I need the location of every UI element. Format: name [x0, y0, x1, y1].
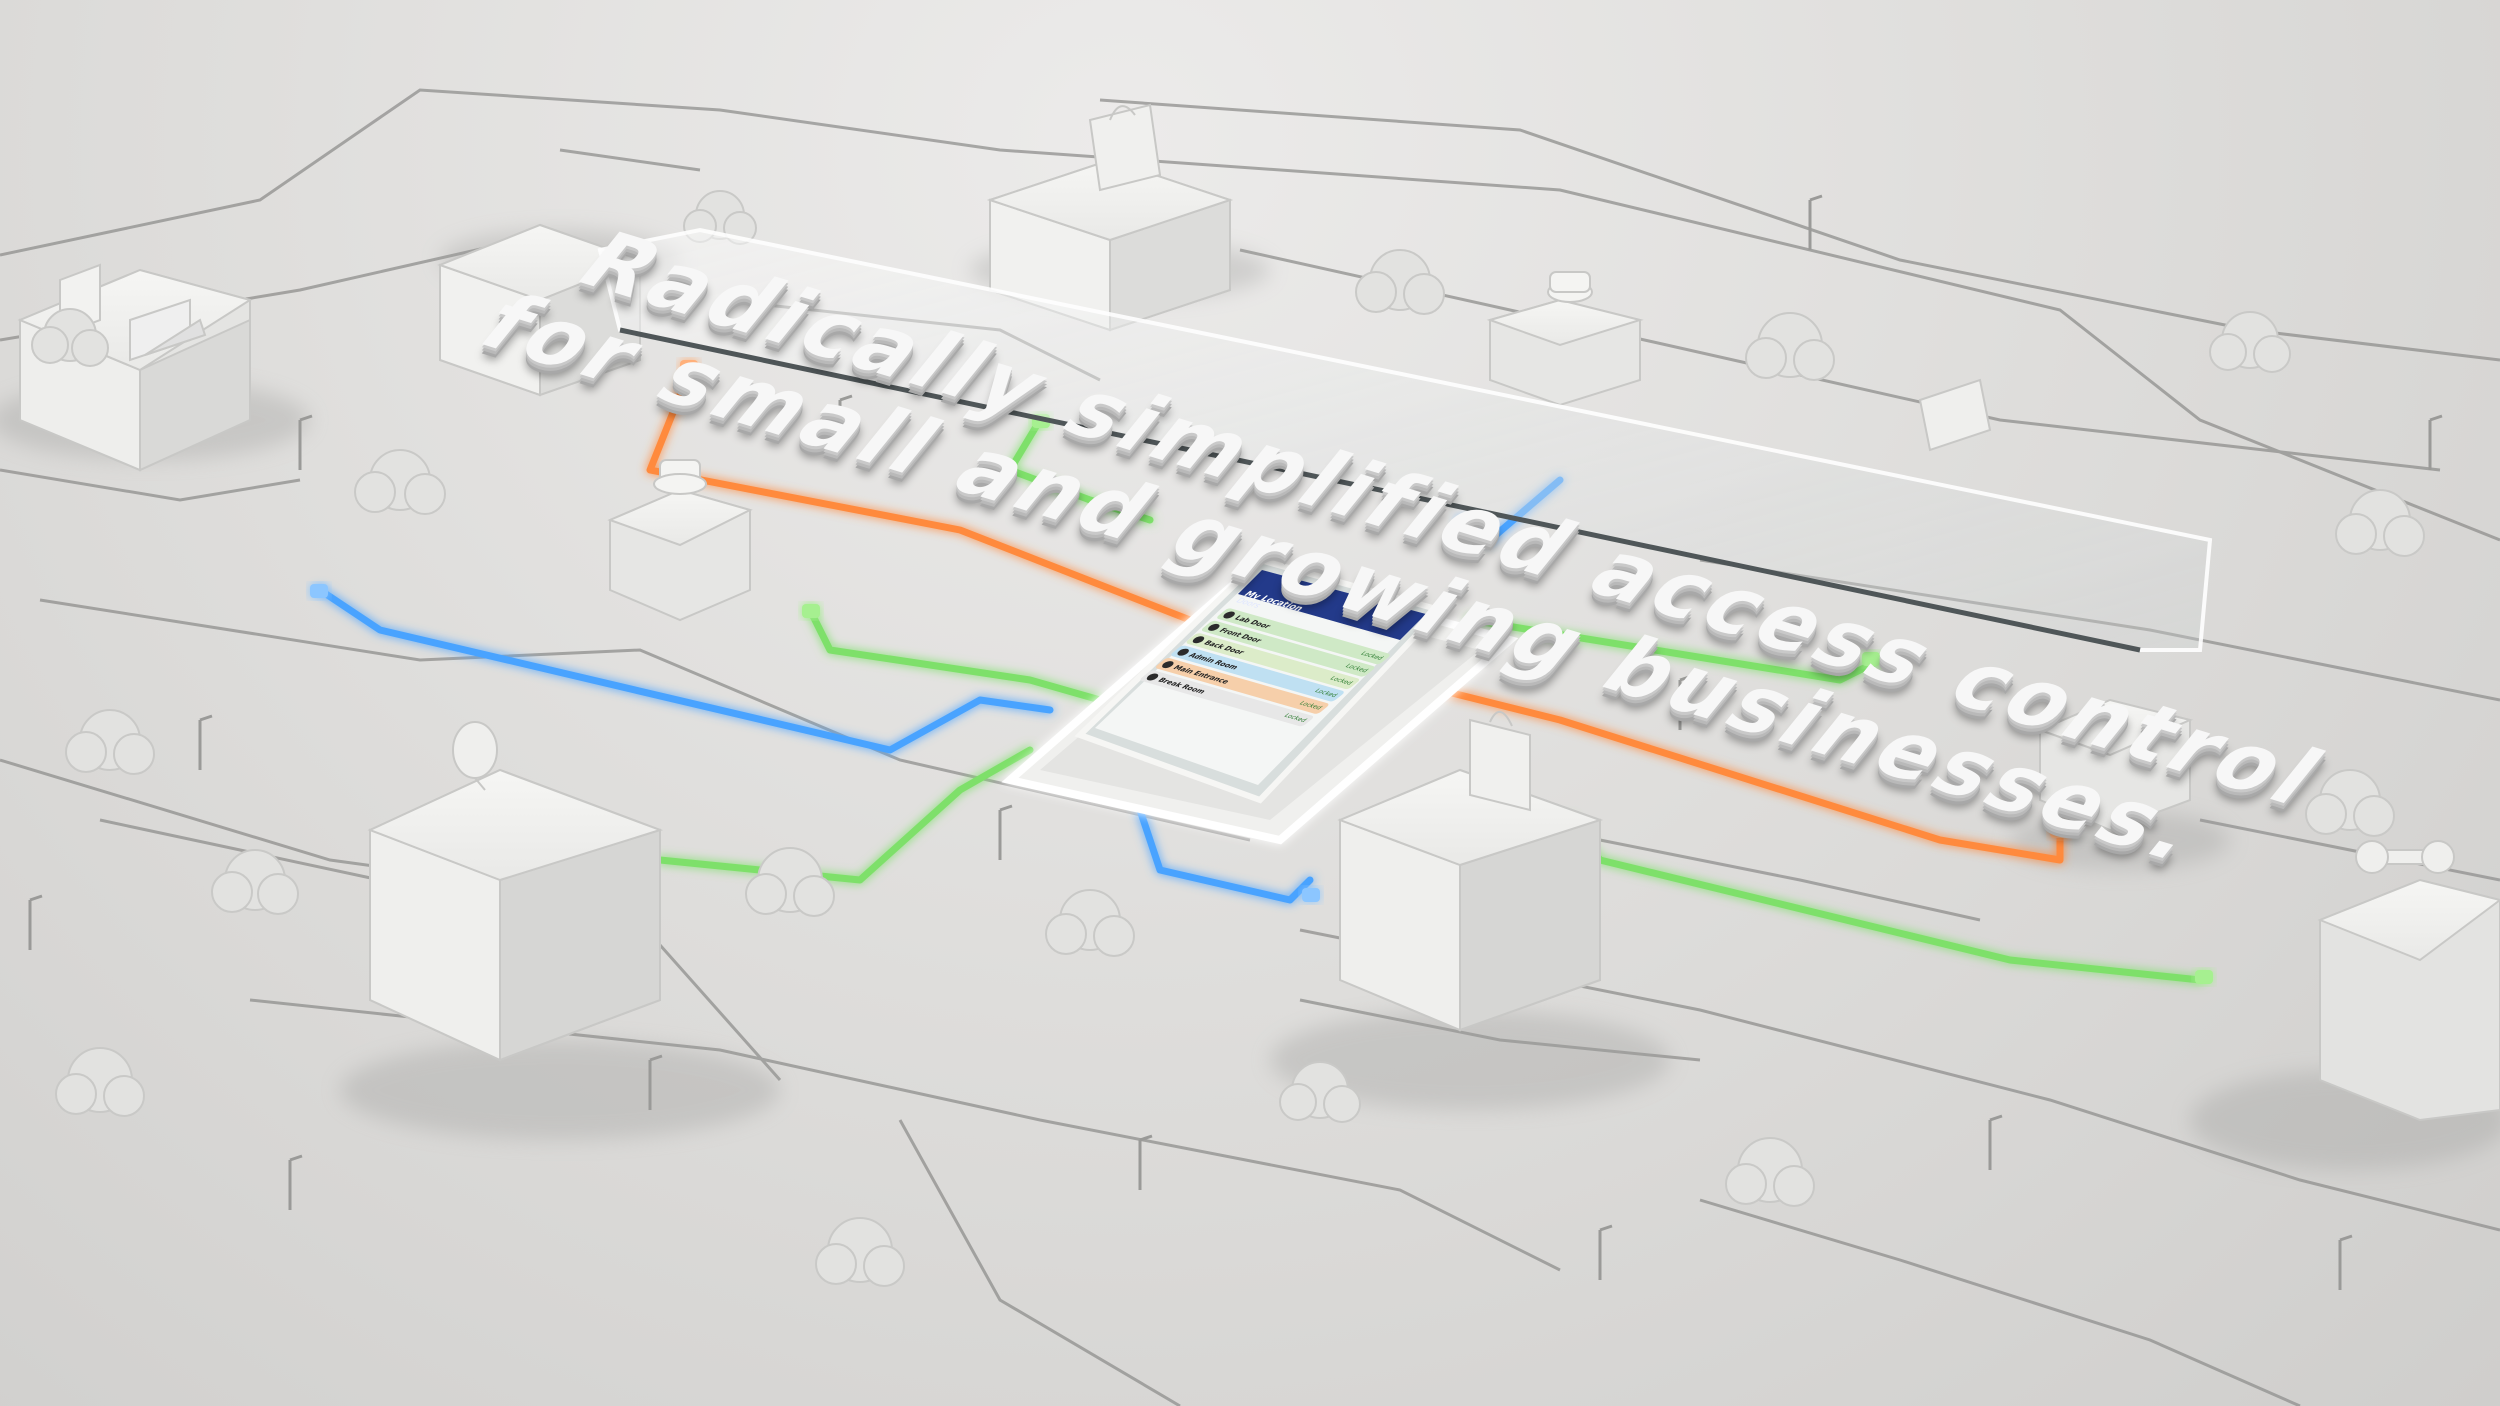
- green-line-3: [1466, 616, 1884, 684]
- blue-line-3: [1136, 806, 1314, 904]
- streetlamp-icon: [1598, 1224, 1613, 1280]
- green-line-2: [806, 606, 1104, 704]
- buildings: [17, 103, 2500, 1122]
- tree-icon: [2335, 489, 2425, 557]
- shopping-bag-icon: [1088, 103, 1162, 192]
- streetlamp-icon: [288, 1154, 303, 1210]
- headline-panel: [597, 227, 2213, 653]
- streetlamp-icon: [998, 804, 1013, 860]
- tree-icon: [1725, 1137, 1815, 1207]
- streetlamp-icon: [28, 894, 43, 950]
- shopping-bag-icon: [1469, 711, 1531, 812]
- tree-icon: [745, 847, 835, 917]
- tree-icon: [815, 1217, 905, 1287]
- streetlamp-icon: [1678, 674, 1693, 730]
- building-icon: [1486, 298, 1644, 407]
- tree-icon: [354, 449, 446, 515]
- streetlamp-icon: [2338, 1234, 2353, 1290]
- coffee-cup-icon: [653, 459, 707, 495]
- building-icon: [437, 223, 643, 397]
- connection-lines: [316, 366, 2204, 984]
- building-icon: [2317, 878, 2500, 1122]
- satellite-dish-icon: [452, 721, 498, 791]
- tree-icon: [2305, 769, 2395, 837]
- tree-icon: [1279, 1061, 1361, 1123]
- tree-icon: [1745, 312, 1835, 381]
- endpoint-nodes: [310, 360, 2213, 984]
- building-icon: [2037, 698, 2194, 832]
- streetlamp-icon: [298, 414, 313, 470]
- streetlamp-icon: [2428, 414, 2443, 470]
- street-lamps: [28, 194, 2443, 1290]
- tree-icon: [1355, 249, 1445, 315]
- streetlamp-icon: [648, 1054, 663, 1110]
- building-icon: [1337, 768, 1604, 1032]
- laptop-icon: [129, 298, 207, 362]
- tree-icon: [211, 849, 299, 915]
- blue-line-1: [316, 586, 1054, 754]
- laptop-icon: [1918, 378, 1992, 452]
- streetlamp-icon: [1808, 194, 1823, 250]
- building-icon: [367, 768, 664, 1062]
- tree-icon: [31, 308, 109, 367]
- streetlamp-icon: [838, 394, 853, 450]
- green-line-1: [1006, 416, 1154, 524]
- building-icon: [607, 488, 753, 622]
- streetlamp-icon: [1988, 1114, 2003, 1170]
- dumbbell-icon: [2355, 840, 2455, 874]
- orange-line-2: [1436, 686, 2064, 864]
- tree-icon: [2209, 311, 2291, 373]
- green-line-4: [656, 746, 1034, 884]
- streetlamp-icon: [198, 714, 213, 770]
- tree-icon: [55, 1047, 145, 1117]
- streetlamp-icon: [1138, 1134, 1153, 1190]
- orange-line-1: [646, 366, 1194, 624]
- tree-icon: [1045, 889, 1135, 957]
- trees: [31, 190, 2425, 1287]
- tree-icon: [65, 709, 155, 775]
- coffee-cup-icon: [1547, 271, 1593, 303]
